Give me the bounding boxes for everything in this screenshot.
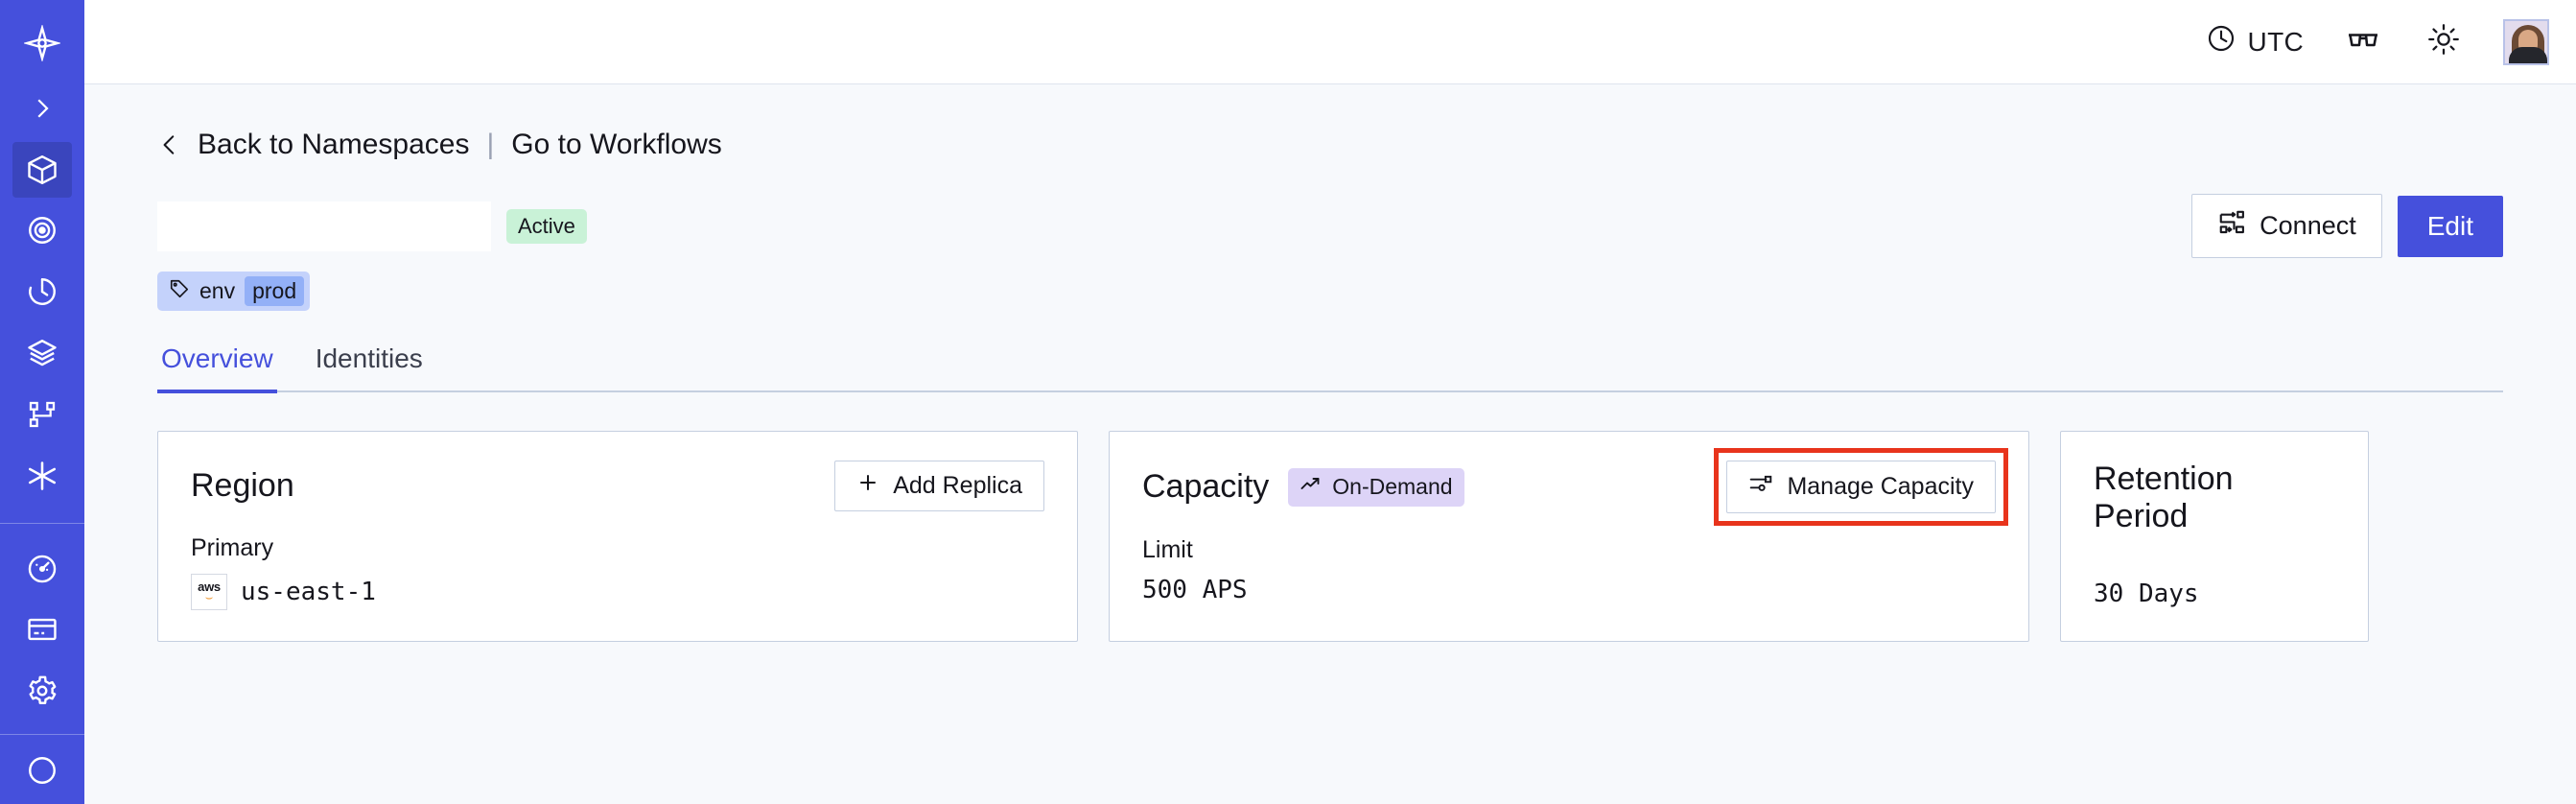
- sidebar-item-schedules[interactable]: [12, 264, 72, 319]
- connect-button[interactable]: Connect: [2191, 194, 2382, 258]
- capacity-card-header: Capacity On-Demand: [1142, 448, 2008, 526]
- sidebar-item-namespaces[interactable]: [12, 141, 72, 198]
- sidebar-item-help[interactable]: [12, 743, 72, 798]
- region-card: Region Add Replica: [157, 431, 1078, 642]
- tag-icon: [169, 278, 190, 305]
- gauge-icon: [26, 553, 59, 585]
- sidebar-divider-bottom: [0, 734, 84, 736]
- connect-label: Connect: [2260, 211, 2356, 240]
- sidebar-item-billing[interactable]: [12, 603, 72, 658]
- region-card-action: Add Replica: [834, 461, 1044, 511]
- sidebar-logo[interactable]: [12, 15, 72, 71]
- sidebar-item-batch-operations[interactable]: [12, 325, 72, 381]
- sidebar-item-expand[interactable]: [12, 81, 72, 136]
- timezone-selector[interactable]: UTC: [2206, 23, 2304, 60]
- layers-icon: [26, 337, 59, 369]
- sidebar-item-usage[interactable]: [12, 541, 72, 597]
- chevron-left-icon[interactable]: [157, 130, 182, 160]
- namespace-actions: Connect Edit: [2191, 194, 2503, 258]
- on-demand-label: On-Demand: [1332, 474, 1453, 499]
- namespace-name: [157, 201, 491, 251]
- region-primary-value-row: aws ⌣ us-east-1: [191, 574, 1044, 610]
- tag-key: env: [199, 278, 236, 303]
- sidebar-divider: [0, 522, 84, 524]
- plus-icon: [856, 471, 879, 501]
- capacity-card-action: Manage Capacity: [1714, 448, 2008, 526]
- overview-cards: Region Add Replica: [157, 431, 2503, 642]
- manage-capacity-button[interactable]: Manage Capacity: [1726, 461, 1996, 513]
- on-demand-badge: On-Demand: [1288, 467, 1464, 507]
- manage-capacity-label: Manage Capacity: [1787, 473, 1974, 500]
- asterisk-icon: [25, 459, 59, 493]
- history-clock-icon: [26, 275, 59, 308]
- avatar-body: [2509, 46, 2547, 63]
- workflow-branch-icon: [27, 399, 58, 430]
- namespace-header: Active: [157, 194, 2503, 258]
- sidebar-item-settings[interactable]: [12, 663, 72, 719]
- top-bar: UTC: [84, 0, 2576, 84]
- chevron-right-icon: [28, 94, 57, 123]
- content-area: Back to Namespaces | Go to Workflows Act…: [84, 84, 2576, 804]
- manage-capacity-highlight: Manage Capacity: [1714, 448, 2008, 526]
- breadcrumb-divider: |: [486, 129, 495, 160]
- breadcrumb-back-link[interactable]: Back to Namespaces: [198, 129, 470, 160]
- tab-bar: Overview Identities: [157, 343, 2503, 393]
- clock-icon: [2206, 23, 2236, 60]
- glasses-button[interactable]: [2342, 21, 2384, 63]
- edit-button[interactable]: Edit: [2397, 195, 2503, 257]
- tab-identities[interactable]: Identities: [315, 343, 423, 373]
- retention-card-title: Retention Period: [2094, 461, 2234, 534]
- capacity-limit-value-row: 500 APS: [1142, 576, 1996, 604]
- aws-logo-text: aws: [198, 579, 221, 594]
- theme-toggle-button[interactable]: [2423, 21, 2465, 63]
- sidebar: [0, 0, 84, 804]
- region-primary-value: us-east-1: [241, 578, 376, 606]
- temporal-logo-icon: [24, 24, 60, 61]
- sun-icon: [2427, 23, 2460, 60]
- region-card-header: Region Add Replica: [191, 461, 1044, 511]
- aws-logo-icon: aws ⌣: [191, 574, 227, 610]
- retention-value: 30 Days: [2094, 579, 2199, 608]
- avatar[interactable]: [2503, 18, 2549, 65]
- region-card-title: Region: [191, 467, 294, 504]
- breadcrumb: Back to Namespaces | Go to Workflows: [157, 129, 2503, 161]
- credit-card-icon: [26, 613, 59, 646]
- capacity-card-title: Capacity: [1142, 468, 1270, 505]
- status-badge: Active: [506, 208, 587, 244]
- breadcrumb-workflows-link[interactable]: Go to Workflows: [511, 129, 722, 160]
- sidebar-item-workflows[interactable]: [12, 387, 72, 442]
- gear-icon: [26, 674, 59, 707]
- glasses-icon: [2346, 22, 2380, 61]
- add-replica-label: Add Replica: [893, 472, 1022, 499]
- main-area: UTC: [84, 0, 2576, 804]
- retention-card-header: Retention Period: [2094, 461, 2335, 535]
- add-replica-button[interactable]: Add Replica: [834, 461, 1044, 511]
- help-circle-icon: [26, 754, 59, 787]
- eye-target-icon: [26, 214, 59, 247]
- connect-icon: [2217, 208, 2246, 244]
- capacity-card: Capacity On-Demand: [1109, 431, 2029, 642]
- sidebar-item-nexus[interactable]: [12, 448, 72, 504]
- tag-chip[interactable]: env prod: [157, 272, 311, 311]
- aws-logo-swoosh: ⌣: [204, 590, 214, 604]
- cube-icon: [25, 153, 59, 187]
- sidebar-item-observability[interactable]: [12, 203, 72, 259]
- retention-card: Retention Period 30 Days: [2060, 431, 2369, 642]
- tab-overview[interactable]: Overview: [157, 343, 277, 393]
- trend-up-icon: [1300, 473, 1323, 502]
- tag-list: env prod: [157, 272, 2503, 311]
- top-bar-actions: UTC: [2206, 18, 2549, 65]
- tag-value: prod: [245, 276, 305, 306]
- retention-value-row: 30 Days: [2094, 579, 2335, 608]
- capacity-limit-value: 500 APS: [1142, 576, 1248, 604]
- capacity-limit-label: Limit: [1142, 536, 1193, 563]
- sliders-icon: [1748, 471, 1773, 503]
- timezone-label: UTC: [2247, 26, 2304, 57]
- region-primary-label: Primary: [191, 534, 274, 561]
